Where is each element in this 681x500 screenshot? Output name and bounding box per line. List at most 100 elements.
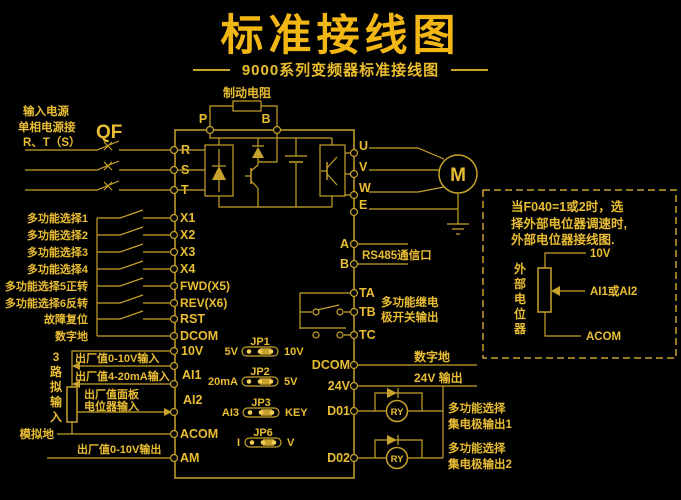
wire-10v	[71, 350, 171, 387]
terminal-x1	[169, 213, 179, 223]
page-title: 标准接线图	[220, 12, 461, 60]
digital-input-wire-x2	[97, 226, 171, 236]
breaker-cross-r	[103, 141, 113, 151]
terminal-e	[349, 207, 359, 217]
breaker-cross-t	[103, 181, 113, 191]
jumper-jp1-right: 10V	[284, 346, 304, 358]
motor-ground-wire	[369, 193, 459, 224]
digital-input-label-x5: 多功能选择5正转	[5, 279, 88, 293]
terminal-w	[349, 190, 359, 200]
input-power-caption-1: 输入电源	[23, 104, 69, 118]
do2-relay-label: RY	[391, 454, 405, 465]
digital-input-wire-rst	[97, 310, 171, 320]
igbt-symbol	[321, 156, 338, 186]
inverter-output-stubs	[345, 152, 351, 196]
terminal-p	[205, 125, 215, 135]
terminal-tb	[349, 307, 359, 317]
digital-input-label-x3: 多功能选择3	[27, 245, 88, 259]
jumper-jp2	[241, 376, 279, 387]
digital-input-wire-x3	[97, 243, 171, 253]
do1-note-2: 集电极输出1	[447, 417, 512, 431]
jumper-jp1-name: JP1	[250, 336, 270, 348]
rs485-label: RS485通信口	[362, 248, 432, 262]
wire-ai2-arrow	[164, 408, 172, 416]
subtitle-row: 9000系列变频器标准接线图	[0, 59, 681, 80]
note-line-3: 外部电位器接线图.	[510, 232, 614, 247]
terminal-x4-label: X4	[180, 262, 195, 276]
terminal-e-label: E	[359, 198, 367, 212]
analog-group-char-3: 输	[50, 394, 63, 409]
dc-bus-bottom	[218, 163, 333, 208]
jumper-jp2-pin1	[246, 379, 252, 384]
jumper-jp6-left: I	[237, 437, 240, 449]
inverter-igbt-box	[319, 144, 346, 197]
jumper-jp2-right: 5V	[284, 376, 298, 388]
terminal-x2-label: X2	[180, 228, 195, 242]
terminal-ai1-label: AI1	[182, 368, 202, 382]
jumper-jp1-pin1	[246, 349, 252, 354]
input-wire-t	[25, 180, 171, 191]
digital-input-label-dcom: 数字地	[55, 329, 88, 343]
analog-group-char-1: 路	[50, 364, 63, 379]
rs485-wires	[357, 243, 408, 265]
note-pot-symbol	[537, 267, 552, 313]
motor-label: M	[450, 165, 466, 186]
relay-contact-blade	[316, 304, 340, 311]
relay-note-2: 极开关输出	[381, 310, 439, 324]
wire-ai1-b-arrow	[72, 380, 80, 388]
digital-input-label-x1: 多功能选择1	[27, 211, 88, 225]
relay-contact-point-3	[312, 331, 320, 339]
digital-ground-note: 数字地	[414, 349, 450, 364]
jumper-jp6-pin3	[271, 440, 277, 445]
jumper-jp3-pin2	[258, 410, 264, 415]
terminal-rst	[169, 314, 179, 324]
terminal-b-brake-label: B	[261, 112, 270, 126]
terminal-dcom-left-label: DCOM	[180, 329, 218, 343]
terminal-b-brake	[272, 125, 282, 135]
terminal-do1	[349, 406, 359, 416]
terminal-ta-label: TA	[359, 286, 375, 300]
digital-input-label-x2: 多功能选择2	[27, 228, 88, 242]
terminal-v	[349, 169, 359, 179]
digital-input-wire-x5	[97, 277, 171, 287]
terminal-do1-label: D01	[327, 404, 350, 418]
terminal-485b	[349, 259, 359, 269]
terminal-x4	[169, 264, 179, 274]
relay-contact-point-4	[336, 331, 344, 339]
jumper-jp6-name: JP6	[253, 427, 273, 439]
motor-wire-v	[369, 169, 440, 172]
note-pot-wiper-arrow	[551, 286, 560, 296]
chopper-diode	[252, 147, 264, 158]
v24-wire	[357, 385, 477, 458]
input-wire-s	[25, 160, 171, 171]
digital-input-label-rst: 故障复位	[44, 312, 88, 326]
ai1-note-1: 出厂值0-10V输入	[75, 351, 159, 365]
analog-group-char-2: 拟	[50, 379, 62, 394]
terminal-tb-label: TB	[359, 305, 376, 319]
note-vert-char-2: 电	[514, 291, 526, 306]
terminal-10v	[169, 346, 179, 356]
rectifier-diode	[212, 166, 226, 180]
jumper-jp6-pin2	[260, 440, 266, 445]
terminal-ta	[349, 288, 359, 298]
terminal-dcom-right-label: DCOM	[312, 358, 350, 372]
do1-relay-label: RY	[391, 407, 405, 418]
terminal-do2-label: D02	[327, 451, 350, 465]
terminal-ai1-a	[169, 361, 179, 371]
note-pot-wires	[544, 252, 586, 337]
do2-note-2: 集电极输出2	[447, 457, 512, 471]
terminal-24v-label: 24V	[328, 379, 351, 393]
terminal-rst-label: RST	[180, 312, 205, 326]
do1-note-1: 多功能选择	[448, 401, 506, 415]
terminal-x3	[169, 247, 179, 257]
terminal-am-label: AM	[180, 451, 199, 465]
terminal-x5	[169, 281, 179, 291]
relay-contact-point-2	[336, 308, 344, 316]
terminal-acom-label: ACOM	[180, 427, 218, 441]
terminal-u-label: U	[359, 139, 368, 153]
note-vert-char-3: 位	[514, 306, 526, 321]
jumper-jp3-pin1	[247, 410, 253, 415]
relay-contact-point-1	[312, 308, 320, 316]
ai2-note-1: 出厂值面板	[84, 387, 140, 401]
terminal-acom	[169, 429, 179, 439]
